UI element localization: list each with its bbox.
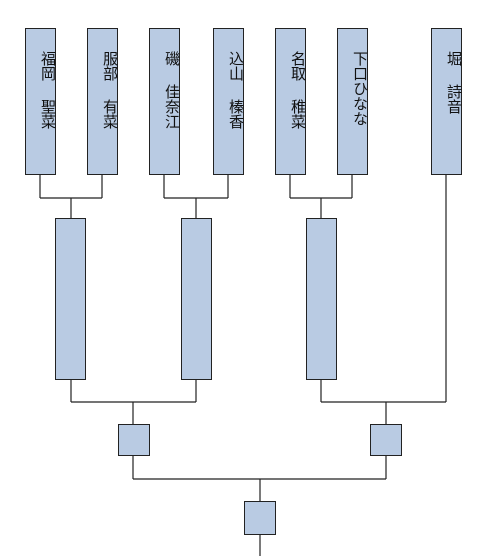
player-box-6: 下口ひなな — [337, 28, 369, 175]
player-box-5: 名取 稚菜 — [275, 28, 307, 175]
semifinal-box-2 — [370, 424, 402, 456]
player-name: 堀 詩音 — [445, 51, 463, 114]
player-box-1: 福岡 聖菜 — [25, 28, 57, 175]
player-name: 服部 有菜 — [101, 51, 119, 129]
semifinal-box-1 — [118, 424, 150, 456]
player-name: 込山 榛香 — [227, 51, 245, 129]
final-box — [244, 501, 276, 535]
player-box-7: 堀 詩音 — [431, 28, 463, 175]
player-box-4: 込山 榛香 — [213, 28, 245, 175]
player-name: 下口ひなな — [351, 51, 369, 126]
player-box-3: 磯 佳奈江 — [149, 28, 181, 175]
player-box-2: 服部 有菜 — [87, 28, 119, 175]
player-name: 磯 佳奈江 — [163, 51, 181, 129]
round2-box-2 — [181, 218, 212, 380]
round2-box-3 — [306, 218, 337, 380]
player-name: 福岡 聖菜 — [39, 51, 57, 129]
round2-box-1 — [55, 218, 86, 380]
player-name: 名取 稚菜 — [289, 51, 307, 129]
